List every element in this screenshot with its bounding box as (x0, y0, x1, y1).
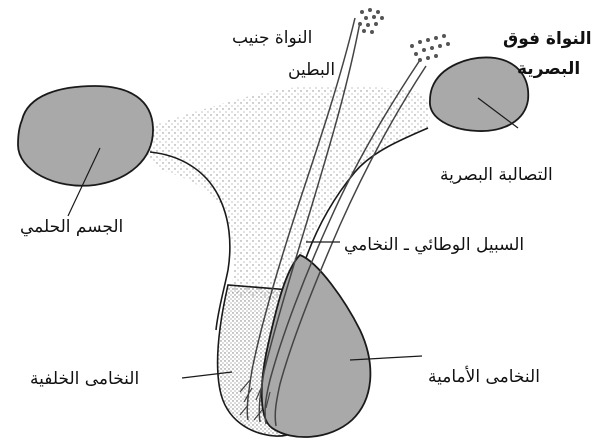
supraoptic-nucleus-cells (410, 34, 450, 62)
hypothalamus-region (135, 86, 430, 300)
optic-chiasm (430, 58, 528, 132)
label-supraoptic-nucleus-line1: النواة فوق (503, 28, 592, 50)
mammillary-body (18, 86, 153, 186)
paraventricular-nucleus-cells (358, 8, 384, 34)
label-mammillary-body: الجسم الحلمي (20, 216, 123, 238)
label-paraventricular-nucleus-line1: النواة جنيب (232, 27, 312, 49)
label-paraventricular-nucleus-line2: البطين (288, 59, 335, 81)
label-anterior-pituitary: النخامى الأمامية (428, 366, 540, 388)
label-optic-chiasm: التصالبة البصرية (440, 164, 553, 186)
label-hypothalamo-hypophyseal-tract: السبيل الوطائي ـ النخامي (344, 234, 524, 256)
label-supraoptic-nucleus-line2: البصرية (517, 58, 580, 80)
label-posterior-pituitary: النخامى الخلفية (30, 368, 139, 390)
